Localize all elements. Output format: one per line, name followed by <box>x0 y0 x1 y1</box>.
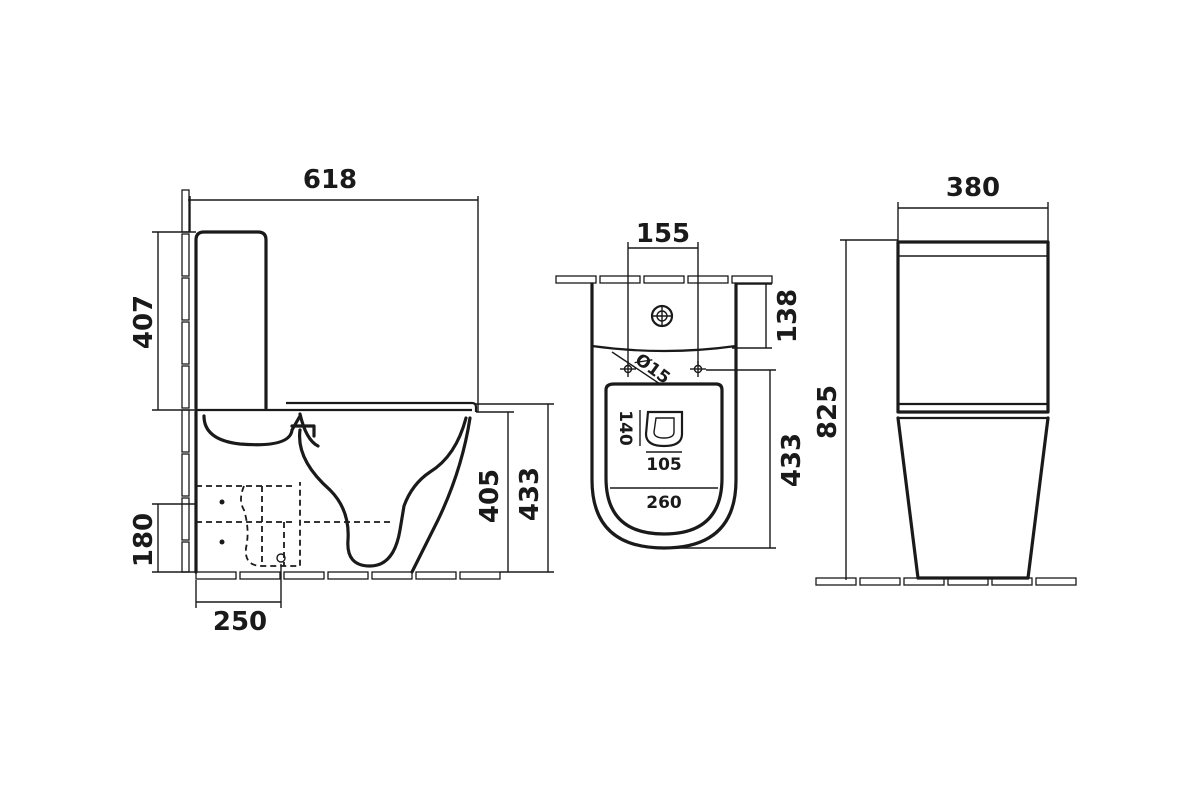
dim-433-side-label: 433 <box>515 467 545 521</box>
dim-155: 155 <box>627 219 699 366</box>
front-seat <box>898 402 1048 420</box>
dim-138-label: 138 <box>773 289 803 343</box>
top-view: 155 138 Ø15 433 140 105 <box>555 219 807 550</box>
flush-button-icon <box>650 304 674 328</box>
dim-105: 105 <box>646 451 682 475</box>
side-cistern <box>194 230 268 410</box>
dim-407: 407 <box>129 231 196 411</box>
dim-407-label: 407 <box>129 295 159 349</box>
dim-825-label: 825 <box>813 385 843 439</box>
dim-155-label: 155 <box>636 219 690 249</box>
side-trapway <box>202 414 468 568</box>
dim-433-top-label: 433 <box>777 433 807 487</box>
side-wall <box>181 189 190 573</box>
dim-405-label: 405 <box>475 469 505 523</box>
dim-140: 140 <box>615 410 641 446</box>
dim-180: 180 <box>129 503 196 573</box>
dim-825: 825 <box>813 239 898 580</box>
dim-433-top: 433 <box>664 369 807 549</box>
dim-618-label: 618 <box>303 165 357 195</box>
front-pedestal <box>896 416 1050 580</box>
dim-260-label: 260 <box>646 493 682 513</box>
dim-138: 138 <box>732 283 803 349</box>
side-bowl <box>194 410 472 574</box>
dim-260: 260 <box>610 487 718 513</box>
side-outlet <box>196 482 392 567</box>
dim-618: 618 <box>188 165 479 412</box>
dim-105-label: 105 <box>646 455 682 475</box>
dim-250-label: 250 <box>213 607 267 637</box>
side-seat <box>196 401 478 412</box>
front-cistern <box>896 240 1050 414</box>
dim-140-label: 140 <box>615 410 635 446</box>
dim-380-label: 380 <box>946 173 1000 203</box>
side-view: 618 407 180 250 405 <box>129 165 554 637</box>
top-wall <box>555 275 773 284</box>
top-outlet <box>644 410 684 448</box>
front-view: 380 825 <box>813 173 1077 586</box>
dim-433-side: 433 <box>476 403 554 573</box>
dim-180-label: 180 <box>129 513 159 567</box>
dim-250: 250 <box>195 564 282 637</box>
top-bowl-rim <box>604 382 724 536</box>
dim-405: 405 <box>475 411 514 572</box>
side-floor <box>195 571 501 580</box>
dim-380: 380 <box>897 173 1049 242</box>
